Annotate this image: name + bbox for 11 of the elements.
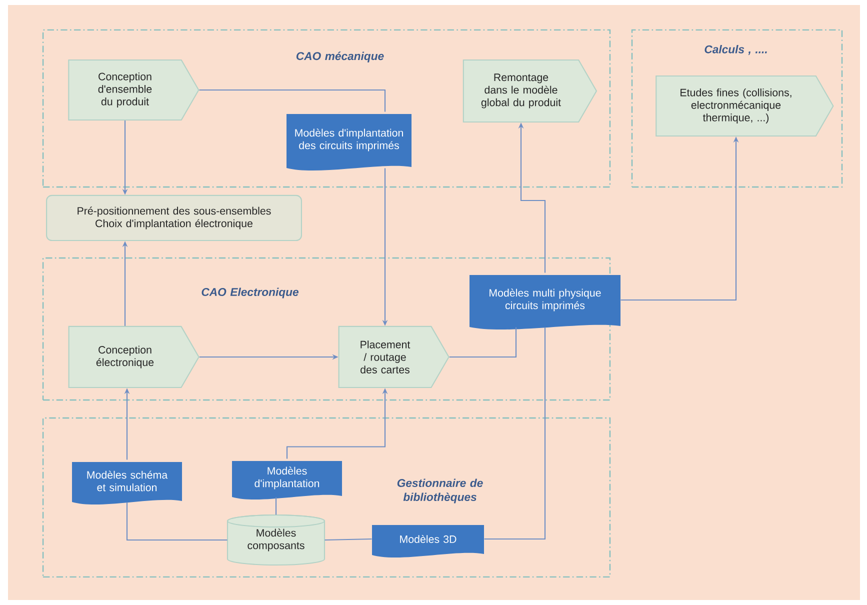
process-box: Remontage dans le modèle global du produit [462,59,598,123]
database-cylinder: Modèles composants [226,514,326,566]
process-box: Etudes fines (collisions, electronmécanique thermique, ...) [656,75,834,137]
group-heading: CAO Electronique [202,288,298,298]
process-box: Conception électronique [68,326,200,388]
process-box: Pré-positionnement des sous-ensembles Choix d'implantation électronique [46,194,302,242]
process-box: Conception d'ensemble du produit [68,59,200,121]
process-box: Placement / routage des cartes [338,326,450,388]
group-heading: Gestionnaire de bibliothèques [397,478,483,504]
group-heading: Calculs , .... [704,45,767,55]
group-heading: CAO mécanique [296,52,384,62]
